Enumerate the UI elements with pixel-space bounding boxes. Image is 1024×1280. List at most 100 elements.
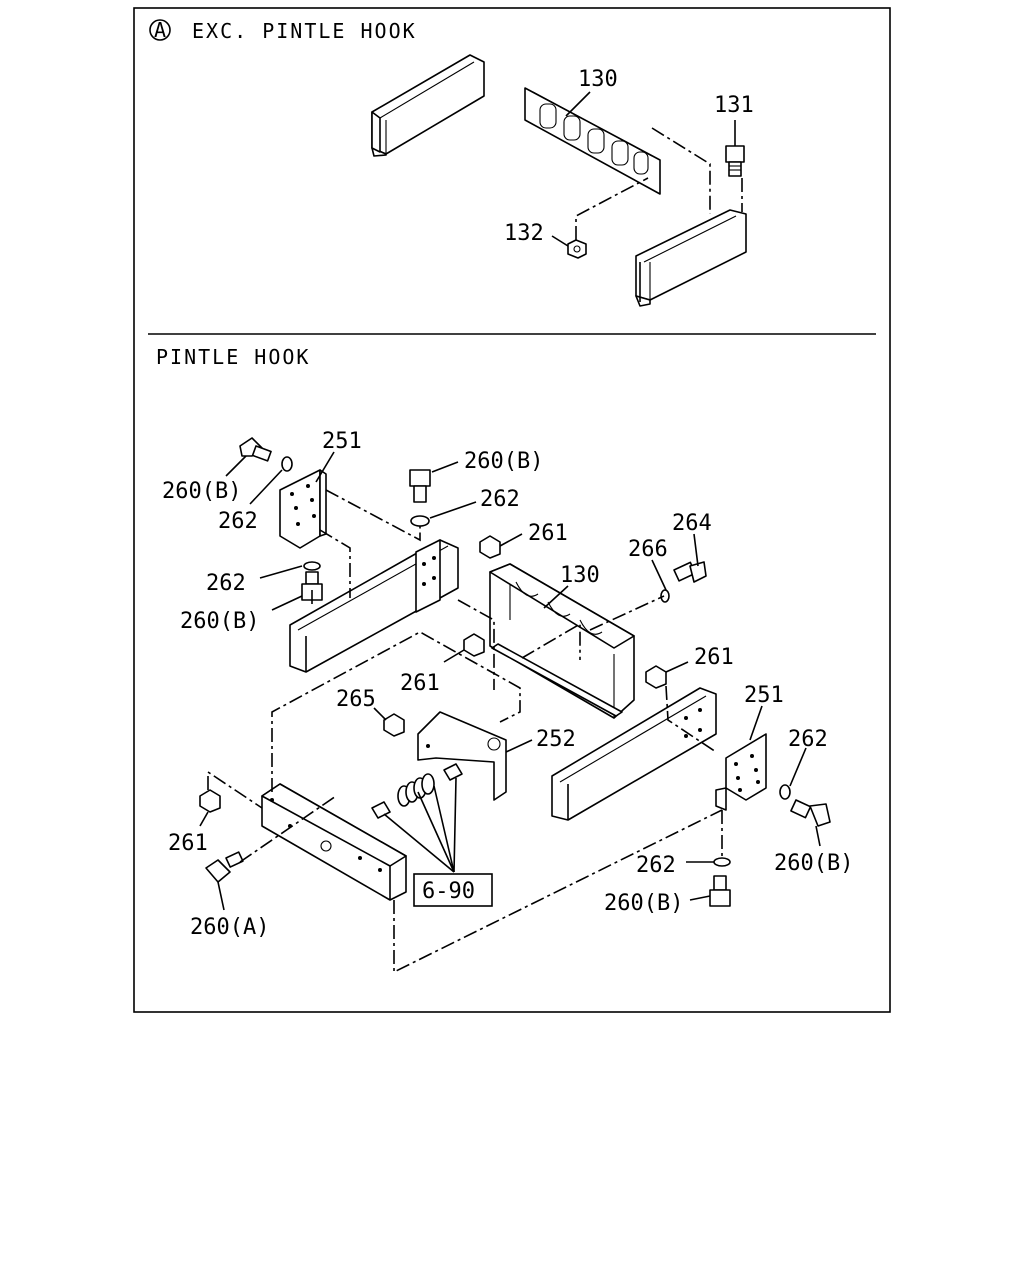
label-260b-mid-left: 260(B) xyxy=(180,609,259,634)
section-a: A EXC. PINTLE HOOK xyxy=(149,18,754,307)
label-262-right: 262 xyxy=(788,727,828,752)
label-260b-bottom-right: 260(B) xyxy=(604,891,683,916)
label-262-mid-left: 262 xyxy=(206,571,246,596)
assembly-line-b3 xyxy=(271,631,521,792)
leader-262-top-left xyxy=(249,469,283,505)
assembly-line-b9 xyxy=(207,770,263,809)
label-261-top: 261 xyxy=(528,521,568,546)
crossmember-130 xyxy=(524,87,661,195)
leader-260b-top-center xyxy=(431,461,459,473)
nut-261-right xyxy=(645,665,667,689)
spring-assembly-6-90 xyxy=(371,763,463,819)
label-261-center: 261 xyxy=(400,671,440,696)
leader-252 xyxy=(505,739,533,753)
label-6-90: 6-90 xyxy=(422,879,475,904)
left-frame-rail xyxy=(371,54,485,157)
leader-260b-top-left xyxy=(225,455,247,477)
label-261-left: 261 xyxy=(168,831,208,856)
washer-262-top-left xyxy=(281,456,293,472)
leader-261-left xyxy=(199,811,209,827)
diagram-border xyxy=(133,7,891,1013)
nut-261-top xyxy=(479,535,501,559)
section-a-title: EXC. PINTLE HOOK xyxy=(192,19,417,43)
leader-264 xyxy=(693,533,699,567)
leader-260b-bottom-right xyxy=(689,895,711,901)
nut-261-center xyxy=(463,633,485,657)
leader-262-right xyxy=(789,747,807,787)
leader-260b-right xyxy=(815,825,821,847)
leader-690-d xyxy=(453,777,457,873)
bolt-260b-right xyxy=(790,799,831,827)
label-262-top-left: 262 xyxy=(218,509,258,534)
ref-box-6-90 xyxy=(413,873,493,907)
label-260b-top-center: 260(B) xyxy=(464,449,543,474)
leader-262-mid-left xyxy=(259,565,303,579)
section-b: PINTLE HOOK xyxy=(156,345,853,974)
leader-260b-mid-left xyxy=(271,595,303,611)
washer-262-right xyxy=(779,784,791,800)
assembly-line-b1 xyxy=(325,489,421,542)
label-251-left: 251 xyxy=(322,429,362,454)
leader-251-left xyxy=(315,451,335,483)
assembly-line-b2 xyxy=(319,529,351,598)
leader-265 xyxy=(373,707,387,721)
label-264: 264 xyxy=(672,511,712,536)
label-252: 252 xyxy=(536,727,576,752)
label-130-b: 130 xyxy=(560,563,600,588)
label-131-a: 131 xyxy=(714,93,754,118)
assembly-line-b10 xyxy=(239,795,337,863)
nut-261-left xyxy=(199,789,221,813)
assembly-line-b4 xyxy=(457,599,495,690)
label-260b-right: 260(B) xyxy=(774,851,853,876)
leader-266 xyxy=(651,559,667,591)
label-265: 265 xyxy=(336,687,376,712)
label-132-a: 132 xyxy=(504,221,544,246)
washer-262-mid-left xyxy=(303,561,321,571)
bolt-131 xyxy=(725,145,745,177)
label-130-a: 130 xyxy=(578,67,618,92)
label-266: 266 xyxy=(628,537,668,562)
assembly-line-b6 xyxy=(589,595,665,631)
washer-266 xyxy=(660,589,670,603)
bolt-260b-bottom-right xyxy=(709,875,731,907)
leader-690-b xyxy=(417,791,455,873)
washer-262-bottom-right xyxy=(713,857,731,867)
nut-132 xyxy=(567,239,587,259)
right-frame-rail-b xyxy=(551,687,717,821)
leader-130-b xyxy=(543,585,569,609)
bracket-252 xyxy=(417,711,507,801)
label-261-right: 261 xyxy=(694,645,734,670)
left-frame-rail-b xyxy=(289,539,459,673)
leader-690-c xyxy=(433,785,455,873)
label-262-bottom-right: 262 xyxy=(636,853,676,878)
leader-251-right xyxy=(749,705,763,741)
label-251-right: 251 xyxy=(744,683,784,708)
bracket-251-left xyxy=(279,469,327,549)
assembly-line-b7 xyxy=(665,685,717,753)
leader-260a xyxy=(217,881,225,911)
leader-690-a xyxy=(383,813,455,873)
leader-261-right xyxy=(665,661,689,673)
label-262-top-center: 262 xyxy=(480,487,520,512)
label-260b-top-left: 260(B) xyxy=(162,479,241,504)
leader-261-center xyxy=(443,649,465,663)
assembly-line-a1 xyxy=(651,127,711,214)
pintle-crossmember xyxy=(261,783,407,901)
section-a-marker: A xyxy=(154,18,168,42)
label-260a: 260(A) xyxy=(190,915,269,940)
bolt-260b-top-left xyxy=(239,437,272,462)
leader-262-top-center xyxy=(429,501,477,519)
bolt-264 xyxy=(673,561,707,583)
bolt-260b-top-center xyxy=(409,469,431,503)
leader-261-top xyxy=(499,533,523,547)
right-frame-rail xyxy=(635,209,747,307)
section-a-marker-circle xyxy=(149,19,171,41)
assembly-line-a3 xyxy=(575,177,649,240)
washer-262-top-center xyxy=(410,515,430,527)
nut-265 xyxy=(383,713,405,737)
bolt-260a xyxy=(205,851,244,883)
bracket-251-right xyxy=(715,733,767,811)
leader-132-a xyxy=(551,235,569,247)
section-b-title: PINTLE HOOK xyxy=(156,345,310,369)
leader-130-a xyxy=(565,91,591,117)
